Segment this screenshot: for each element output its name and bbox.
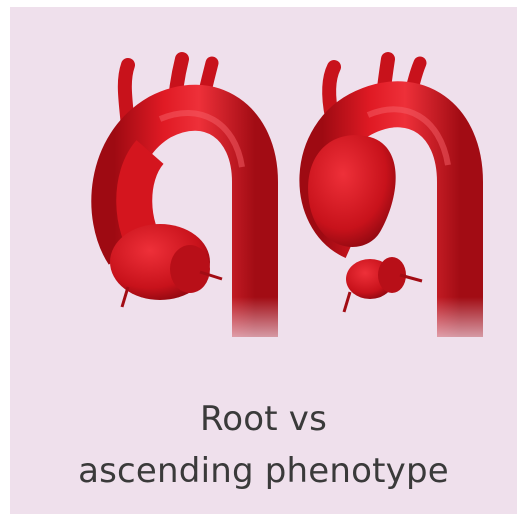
- figure-panel: Root vs ascending phenotype: [10, 7, 517, 514]
- caption-line-1: Root vs: [10, 399, 517, 439]
- ascending-aneurysm-bulge: [308, 135, 396, 247]
- right-aorta: [308, 59, 460, 337]
- caption-line-2: ascending phenotype: [10, 451, 517, 491]
- left-aorta: [110, 59, 255, 337]
- aorta-illustration: [10, 7, 517, 377]
